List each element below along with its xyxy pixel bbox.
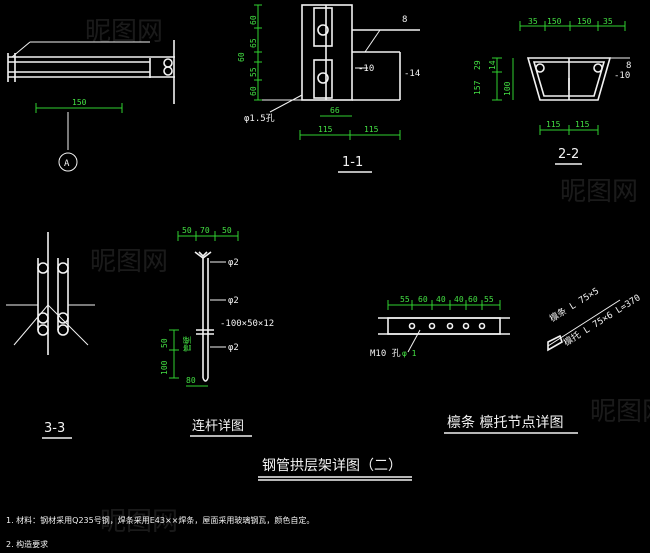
- label-phi1: φ 1: [402, 349, 417, 358]
- label-8: 8: [402, 15, 407, 25]
- label-minus14: -14: [404, 69, 420, 79]
- dim-29: 29: [473, 60, 482, 70]
- dim-55: 55: [249, 67, 258, 77]
- dim-150: 150: [547, 17, 562, 26]
- dim-60: 60: [468, 295, 478, 304]
- dim-50: 50: [160, 338, 169, 348]
- dim-60: 60: [249, 15, 258, 25]
- bolt-hole-label: M10 孔: [370, 348, 401, 359]
- dim-70: 70: [200, 226, 210, 235]
- dim-40: 40: [454, 295, 464, 304]
- dim-60: 60: [249, 86, 258, 96]
- label-minus10: -10: [614, 71, 630, 81]
- axis-bubble: [58, 152, 78, 172]
- dim-35: 35: [603, 17, 613, 26]
- section-label-1-1: 1-1: [342, 155, 363, 170]
- watermark-text: 昵图网: [100, 507, 178, 537]
- dim-115: 115: [546, 120, 561, 129]
- dim-35: 35: [528, 17, 538, 26]
- drawing-title: 钢管拱层架详图（二）: [262, 458, 402, 474]
- dim-14: 14: [488, 60, 497, 70]
- drawing-title-block: 钢管拱层架详图（二）: [258, 458, 412, 481]
- purlin-label: 檩条 L 75×5: [547, 285, 601, 325]
- dim-100: 100: [160, 360, 169, 375]
- label-phi2: φ2: [228, 343, 239, 353]
- dim-50: 50: [182, 226, 192, 235]
- note-1: 1. 材料：钢材采用Q235号钢，焊条采用E43××焊条，屋面采用玻璃钢瓦，颜色…: [6, 515, 314, 525]
- section-label-3-3: 3-3: [44, 421, 65, 436]
- dim-157: 157: [473, 80, 482, 95]
- label-8: 8: [626, 61, 631, 71]
- caption-purlin: 檩条 檩托节点详图: [447, 414, 563, 431]
- watermark-text: 昵图网: [560, 177, 638, 207]
- watermark-text: 昵图网: [90, 247, 168, 277]
- dim-66: 66: [330, 106, 340, 115]
- section-2-2: 35 150 150 35 8 -10 29 157 14 100 115 11…: [473, 17, 631, 165]
- dim-115: 115: [318, 125, 333, 134]
- section-3-3: 3-3: [6, 232, 95, 439]
- dim-100: 100: [503, 81, 512, 96]
- dim-65: 65: [249, 38, 258, 48]
- dim-60: 60: [418, 295, 428, 304]
- dim-115: 115: [575, 120, 590, 129]
- axis-label-a: A: [64, 159, 70, 169]
- dim-80: 80: [186, 376, 196, 385]
- dim-60: 60: [237, 52, 246, 62]
- dim-55: 55: [484, 295, 494, 304]
- plan-detail: 150 A: [7, 40, 175, 172]
- general-notes: 1. 材料：钢材采用Q235号钢，焊条采用E43××焊条，屋面采用玻璃钢瓦，颜色…: [6, 515, 314, 549]
- caption-tie-rod: 连杆详图: [192, 418, 244, 434]
- tie-rod-detail: 50 70 50 φ2 φ2 -100×50×12 φ2 50 100 管壁 8…: [160, 226, 274, 437]
- dim-40: 40: [436, 295, 446, 304]
- note-2: 2. 构造要求: [6, 539, 48, 549]
- hole-label: φ1.5孔: [244, 113, 275, 124]
- dim-50: 50: [222, 226, 232, 235]
- dim-55: 55: [400, 295, 410, 304]
- label-phi2: φ2: [228, 296, 239, 306]
- section-1-1: 8 -10 -14 60 65 60 55 60 φ1.5孔 66 115 11…: [237, 4, 420, 173]
- label-tube-wall: 管壁: [182, 336, 192, 352]
- section-label-2-2: 2-2: [558, 147, 579, 162]
- plate-label: -100×50×12: [220, 319, 274, 329]
- label-phi2: φ2: [228, 258, 239, 268]
- dim-115: 115: [364, 125, 379, 134]
- watermark: 昵图网 昵图网 昵图网 昵图网 昵图网: [85, 17, 650, 537]
- dim-150: 150: [72, 98, 87, 107]
- label-minus10: -10: [358, 64, 374, 74]
- dim-150: 150: [577, 17, 592, 26]
- watermark-text: 昵图网: [590, 397, 650, 427]
